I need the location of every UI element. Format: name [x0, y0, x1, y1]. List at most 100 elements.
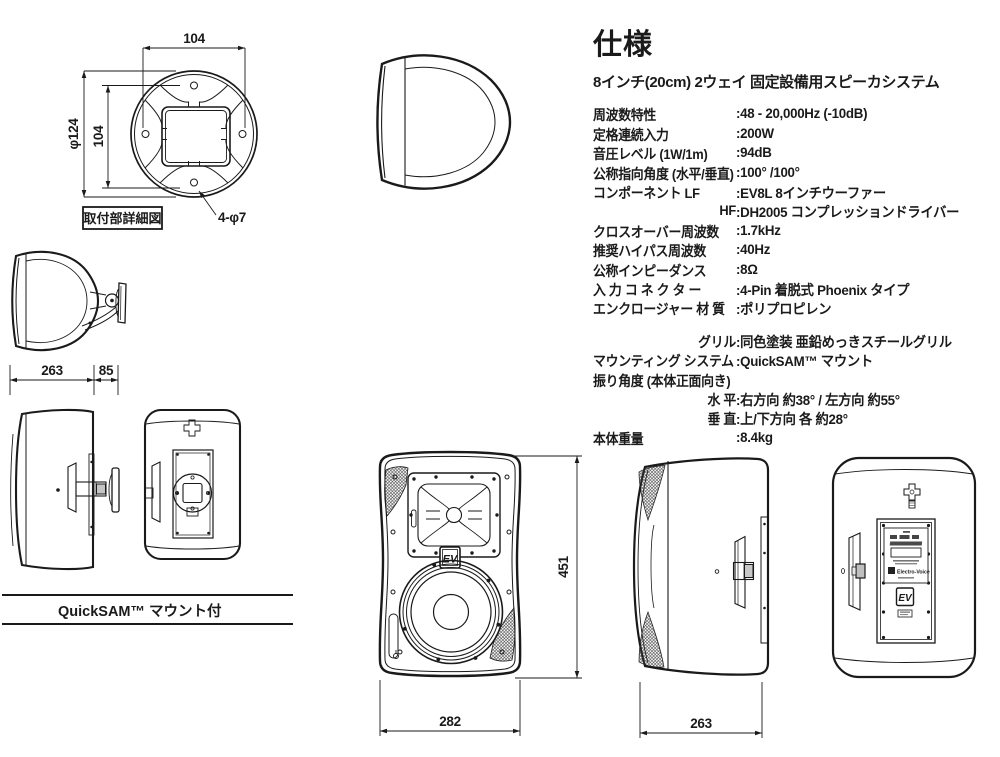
speaker-back-view-drawing: Electro-Voice EV — [831, 456, 977, 679]
rear-cabinet-outline — [143, 408, 242, 561]
input-panel — [876, 518, 936, 644]
spec-label: 定格連続入力 — [593, 126, 669, 143]
quicksam-banner: QuickSAM™ マウント付 — [58, 602, 222, 620]
spec-value: :DH2005 コンプレッションドライバー — [736, 204, 960, 221]
ev-logo-box — [895, 587, 915, 607]
horn-screws — [409, 475, 499, 555]
spec-value: :同色塗装 亜鉛めっきスチールグリル — [736, 333, 952, 350]
spec-label: グリル — [698, 333, 736, 350]
arrowheads — [640, 730, 762, 736]
spec-value: :QuickSAM™ マウント — [736, 353, 873, 370]
speaker-front-view-drawing: EV 451 282 — [378, 450, 582, 736]
spec-row: 入 力 コ ネ ク タ ー :4-Pin 着脱式 Phoenix タイプ — [593, 280, 995, 299]
dim-lines-side-104 — [102, 85, 180, 189]
spec-label: HF — [719, 202, 736, 219]
port-slot — [388, 613, 399, 659]
front-cabinet-outline — [378, 450, 522, 678]
mount-wing — [734, 535, 746, 609]
spec-row: グリル:同色塗装 亜鉛めっきスチールグリル — [593, 332, 995, 351]
dim-height-label: 451 — [556, 555, 571, 577]
spec-value: :上/下方向 各 約28° — [736, 411, 848, 428]
spec-row: クロスオーバー周波数:1.7kHz — [593, 222, 995, 241]
hang-cross — [903, 483, 921, 501]
spec-label: クロスオーバー周波数 — [593, 223, 719, 240]
speaker-top-view-mounted-drawing — [11, 250, 127, 352]
spec-label: 推奨ハイパス周波数 — [593, 243, 706, 260]
spec-value: :右方向 約38° / 左方向 約55° — [736, 391, 900, 408]
grille-hatch-top-left — [384, 466, 409, 517]
mount-plate-detail-drawing: 104 φ124 104 4-φ7 取付部詳細図 — [66, 31, 258, 230]
dim-side-label: 104 — [91, 125, 106, 147]
dim-holes-label: 4-φ7 — [218, 210, 246, 225]
spec-row: 振り角度 (本体正面向き) — [593, 371, 995, 390]
spec-value: :40Hz — [736, 241, 771, 258]
woofer — [398, 559, 504, 665]
dim-lines-dia-124 — [83, 70, 176, 198]
spec-row: 本体重量 :8.4kg — [593, 429, 995, 448]
spec-block: 仕様 8インチ(20cm) 2ウェイ 固定設備用スピーカシステム 周波数特性:4… — [593, 30, 995, 448]
spec-value: :8.4kg — [736, 428, 773, 445]
spec-title: 仕様 — [593, 29, 654, 61]
spec-row: 音圧レベル (1W/1m) :94dB — [593, 144, 995, 163]
dim-offset-label: 85 — [99, 363, 114, 378]
side-cabinet-outline — [632, 457, 770, 676]
spec-label: エンクロージャー 材 質 — [593, 301, 725, 318]
spec-label: 水 平 — [707, 391, 736, 408]
dim-dia-label: φ124 — [66, 118, 81, 150]
dim-depth-label: 263 — [41, 363, 63, 378]
spec-rows: 周波数特性:48 - 20,000Hz (-10dB) 定格連続入力:200W … — [593, 105, 995, 448]
spec-value: :200W — [736, 124, 774, 141]
label-print — [888, 531, 923, 616]
spec-row: 定格連続入力 :200W — [593, 125, 995, 144]
spec-value: :ポリプロピレン — [736, 301, 832, 318]
spec-row: 周波数特性:48 - 20,000Hz (-10dB) — [593, 105, 995, 124]
spec-row: 推奨ハイパス周波数 :40Hz — [593, 241, 995, 260]
side-cabinet-outline — [14, 408, 95, 571]
mounted-views-drawing: 263 85 QuickSAM™ マウント付 — [2, 363, 293, 625]
spec-label: 音圧レベル (1W/1m) — [593, 146, 708, 163]
quicksam-rail — [760, 516, 769, 644]
spec-label: 本体重量 — [593, 430, 644, 447]
dim-top-label: 104 — [183, 31, 205, 46]
spec-row: マウンティング システム:QuickSAM™ マウント — [593, 351, 995, 370]
spec-label: 振り角度 (本体正面向き) — [593, 372, 731, 389]
spec-row: HF:DH2005 コンプレッションドライバー — [593, 202, 995, 221]
grille-hatch-top — [638, 465, 666, 522]
speaker-side-view-drawing: 263 — [632, 457, 770, 738]
mount-wing — [848, 532, 861, 611]
spec-row: コンポーネント LF :EV8L 8インチウーファー — [593, 183, 995, 202]
arrowheads — [380, 456, 580, 734]
spec-row: エンクロージャー 材 質 :ポリプロピレン — [593, 299, 995, 318]
spec-value: :8Ω — [736, 260, 758, 277]
woofer-screws — [403, 563, 501, 662]
caption-box — [82, 206, 163, 230]
dim-lines-width-282 — [379, 680, 521, 736]
spec-row: 垂 直:上/下方向 各 約28° — [593, 409, 995, 428]
spec-row: 水 平:右方向 約38° / 左方向 約55° — [593, 390, 995, 409]
spec-row: 公称インピーダンス:8Ω — [593, 261, 995, 280]
spec-value: :4-Pin 着脱式 Phoenix タイプ — [736, 281, 910, 298]
ev-logo-text: EV — [443, 554, 459, 566]
dim-lines-height-451 — [510, 455, 582, 679]
spec-label: 入 力 コ ネ ク タ ー — [593, 281, 702, 298]
quicksam-knob — [855, 563, 866, 579]
spec-label: 周波数特性 — [593, 107, 657, 124]
spec-value: :94dB — [736, 144, 772, 161]
hang-cross — [183, 419, 201, 437]
connector-slot — [890, 547, 922, 558]
spec-subtitle: 8インチ(20cm) 2ウェイ 固定設備用スピーカシステム — [593, 74, 940, 92]
spec-label: コンポーネント LF — [593, 185, 700, 201]
grille-hatch-bottom — [638, 610, 665, 668]
arrowheads — [10, 377, 118, 383]
brand-text: Electro-Voice — [897, 570, 930, 576]
mount-detail-caption: 取付部詳細図 — [83, 211, 161, 226]
arrowheads — [81, 45, 245, 198]
spec-label: 垂 直 — [707, 411, 736, 428]
dim-depth-label: 263 — [690, 716, 712, 731]
spec-value: :EV8L 8インチウーファー — [736, 185, 886, 201]
dim-lines-top-104 — [142, 47, 246, 128]
dim-width-label: 282 — [439, 714, 461, 729]
spec-label: マウンティング システム — [593, 353, 734, 370]
grille-hatch-bottom-right — [489, 607, 516, 662]
